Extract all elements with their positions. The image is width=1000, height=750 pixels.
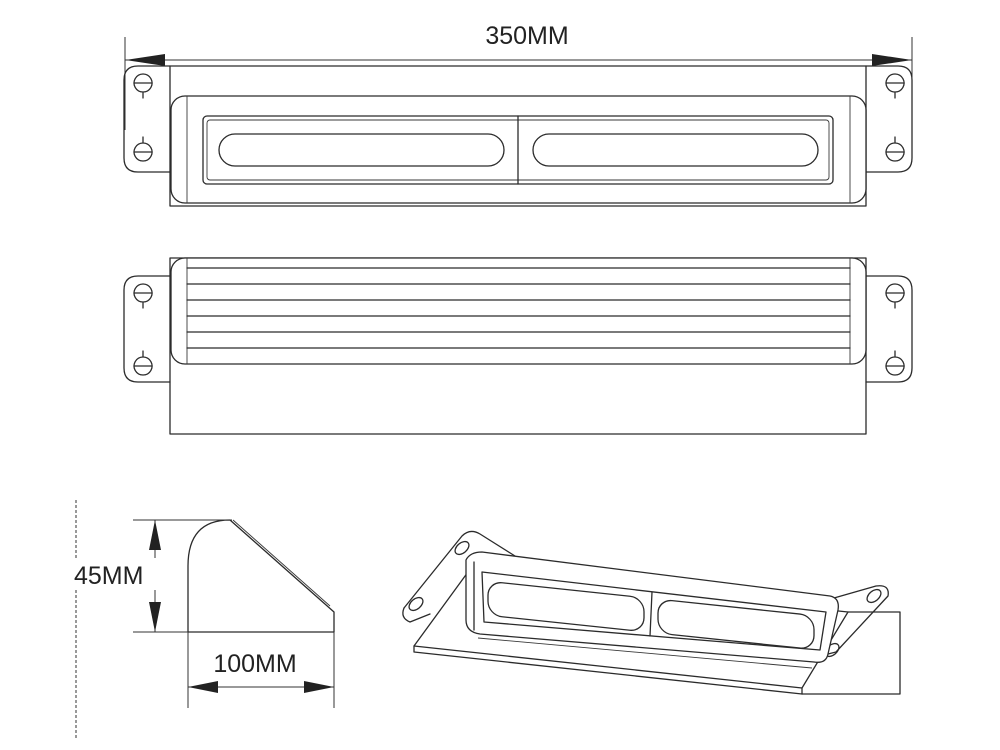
iso-lens-left [487, 582, 645, 631]
depth-label: 100MM [213, 650, 296, 678]
iso-left-bracket [403, 530, 516, 609]
depth-arrow-right [304, 681, 334, 693]
mount-hole-icon [885, 73, 905, 99]
side-profile-outline [187, 519, 335, 633]
length-arrow-left [125, 54, 165, 66]
left-bracket [123, 65, 171, 173]
lens-right [532, 133, 819, 167]
iso-housing [465, 551, 839, 663]
length-dimension: 350MM [124, 22, 913, 130]
iso-right-bracket [811, 585, 889, 659]
side-profile-view: 45MM 100MM [72, 500, 335, 740]
mount-hole-icon [885, 283, 905, 309]
mount-hole-icon [885, 350, 905, 376]
heat-sink-fins [186, 267, 851, 349]
mount-hole-icon [885, 136, 905, 162]
mount-hole-icon [133, 350, 153, 376]
height-arrow-top [149, 520, 161, 550]
right-bracket [865, 65, 913, 173]
front-view [123, 65, 913, 207]
top-view [123, 257, 913, 435]
mount-hole-icon [133, 73, 153, 99]
isometric-view [402, 530, 901, 695]
right-bracket-top [865, 275, 913, 383]
mount-hole-icon [133, 136, 153, 162]
lens-left [218, 133, 505, 167]
length-arrow-right [872, 54, 912, 66]
depth-arrow-left [188, 681, 218, 693]
mount-hole-icon [408, 540, 470, 612]
height-arrow-bottom [149, 602, 161, 632]
iso-lens-divider [649, 591, 653, 637]
length-label: 350MM [485, 22, 568, 50]
mount-hole-icon [133, 283, 153, 309]
iso-lens-right [657, 599, 815, 649]
left-bracket-top [123, 275, 171, 383]
height-label: 45MM [74, 562, 143, 590]
iso-lens-frame [481, 571, 827, 651]
